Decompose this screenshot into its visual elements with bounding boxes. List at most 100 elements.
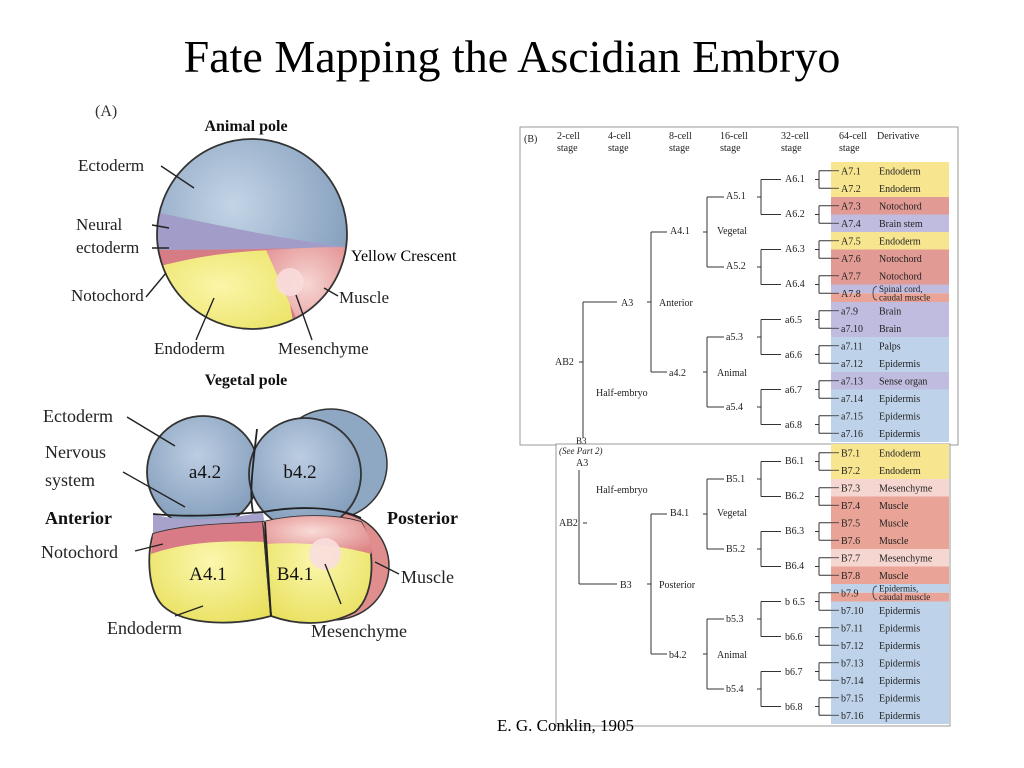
cell-b42-label: b4.2 (283, 462, 316, 483)
stage-header-4: stage (781, 143, 802, 154)
top-bracket-5-1 (757, 249, 781, 285)
bottom-cell-9: b7.10 (841, 606, 864, 617)
top-band-15 (831, 424, 949, 442)
bottom-band-5 (831, 531, 949, 549)
top-bracket-6-4 (815, 310, 831, 329)
top-derivative-13: Epidermis (879, 394, 920, 405)
bottom-cell-2: B7.3 (841, 484, 860, 495)
node-A5.2: A5.2 (726, 261, 746, 272)
a2-notochord-label: Notochord (41, 542, 118, 562)
stage-header-2: 8-cell (669, 131, 692, 142)
top-band-6 (831, 267, 949, 285)
stage-headers: 2-cellstage4-cellstage8-cellstage16-cell… (557, 131, 920, 154)
bottom-cell-14: b7.15 (841, 694, 864, 705)
top-band-10 (831, 337, 949, 355)
slide-title: Fate Mapping the Ascidian Embryo (183, 31, 841, 82)
bottom-band-6 (831, 549, 949, 567)
neural-label-2: ectoderm (76, 238, 139, 257)
node-a6.8: a6.8 (785, 420, 802, 431)
panel-b-tag: (B) (524, 134, 537, 145)
top-derivative-8: Brain (879, 307, 901, 318)
bottom-derivative-2: Mesenchyme (879, 484, 933, 495)
a2-mesenchyme-label: Mesenchyme (311, 621, 407, 641)
muscle-label: Muscle (339, 288, 389, 307)
node-half-embryo-bottom: Half-embryo (596, 485, 648, 496)
bottom-bracket-5-1 (757, 531, 781, 567)
bottom-derivative-5: Muscle (879, 536, 909, 547)
node-b5.4: b5.4 (726, 684, 744, 695)
top-cell-15: a7.16 (841, 429, 863, 440)
bottom-derivative-12: Epidermis (879, 659, 920, 670)
bottom-cell-4: B7.5 (841, 519, 860, 530)
top-band-7-a (831, 284, 949, 294)
top-bracket-4-0 (703, 196, 724, 268)
top-bracket-6-3 (815, 275, 831, 294)
ectoderm-label: Ectoderm (78, 156, 144, 175)
stage-header-3: 16-cell (720, 131, 748, 142)
node-b6.5: b 6.5 (785, 597, 805, 608)
bottom-bracket-3 (647, 513, 667, 655)
stage-header-2: stage (669, 143, 690, 154)
top-band-7-b (831, 293, 949, 302)
top-band-11 (831, 354, 949, 372)
top-cell-1: A7.2 (841, 184, 861, 195)
top-cell-12: a7.13 (841, 377, 863, 388)
node-A5.1: A5.1 (726, 191, 746, 202)
top-cell-9: a7.10 (841, 324, 863, 335)
bottom-derivative-0: Endoderm (879, 449, 921, 460)
node-anterior: Anterior (659, 298, 694, 309)
node-a5.3: a5.3 (726, 332, 743, 343)
notochord-label: Notochord (71, 286, 144, 305)
bottom-derivative-9: Epidermis (879, 606, 920, 617)
top-cell-7: A7.8 (841, 289, 861, 300)
node-B4.1: B4.1 (670, 508, 689, 519)
bottom-band-15 (831, 706, 949, 724)
node-ab2-top: AB2 (555, 357, 574, 368)
top-band-0 (831, 162, 949, 180)
bottom-bracket-6-4 (815, 592, 831, 611)
node-B3: B3 (620, 580, 632, 591)
bottom-band-0 (831, 444, 949, 462)
top-band-8 (831, 302, 949, 320)
vegetal-pole-label: Vegetal pole (205, 372, 288, 389)
bottom-bracket-6-6 (815, 662, 831, 681)
cell-B41-label: B4.1 (277, 564, 313, 585)
stage-header-1: 4-cell (608, 131, 631, 142)
derivative-bands-top: EndodermA7.1EndodermA7.2NotochordA7.3Bra… (831, 162, 949, 442)
node-b6.8: b6.8 (785, 702, 803, 713)
bottom-derivative-15: Epidermis (879, 711, 920, 722)
embryo-sphere (157, 139, 347, 329)
top-band-1 (831, 179, 949, 197)
top-bracket-6-7 (815, 415, 831, 434)
top-cell-5: A7.6 (841, 254, 861, 265)
bottom-cell-1: B7.2 (841, 466, 860, 477)
cell-a42-label: a4.2 (189, 462, 221, 483)
node-A4.1: A4.1 (670, 226, 690, 237)
bottom-bracket-6-1 (815, 487, 831, 506)
bottom-bracket-6-5 (815, 627, 831, 646)
bottom-bracket-6-2 (815, 522, 831, 541)
top-cell-2: A7.3 (841, 202, 861, 213)
top-band-5 (831, 249, 949, 267)
ab2-link-top (579, 301, 617, 438)
node-a4.2: a4.2 (669, 368, 686, 379)
tree-lines-bottom (578, 452, 831, 716)
a2-posterior-label: Posterior (387, 508, 458, 528)
top-band-9 (831, 319, 949, 337)
bottom-cell-12: b7.13 (841, 659, 864, 670)
node-A6.3: A6.3 (785, 244, 805, 255)
top-derivative-10: Palps (879, 342, 901, 353)
derivative-bands-bottom: EndodermB7.1EndodermB7.2MesenchymeB7.3Mu… (831, 444, 949, 724)
endoderm-label: Endoderm (154, 339, 225, 358)
animal-pole-label: Animal pole (204, 118, 287, 135)
top-bracket-6-5 (815, 345, 831, 364)
top-derivative-2: Notochord (879, 202, 922, 213)
bottom-bracket-6-0 (815, 452, 831, 471)
stage-header-0: stage (557, 143, 578, 154)
node-a6.6: a6.6 (785, 350, 802, 361)
a2-nervous-label-2: system (45, 470, 95, 490)
bottom-cell-6: B7.7 (841, 554, 860, 565)
top-derivative-1: Endoderm (879, 184, 921, 195)
node-B3-cut: B3 (576, 436, 587, 446)
node-A6.4: A6.4 (785, 279, 805, 290)
